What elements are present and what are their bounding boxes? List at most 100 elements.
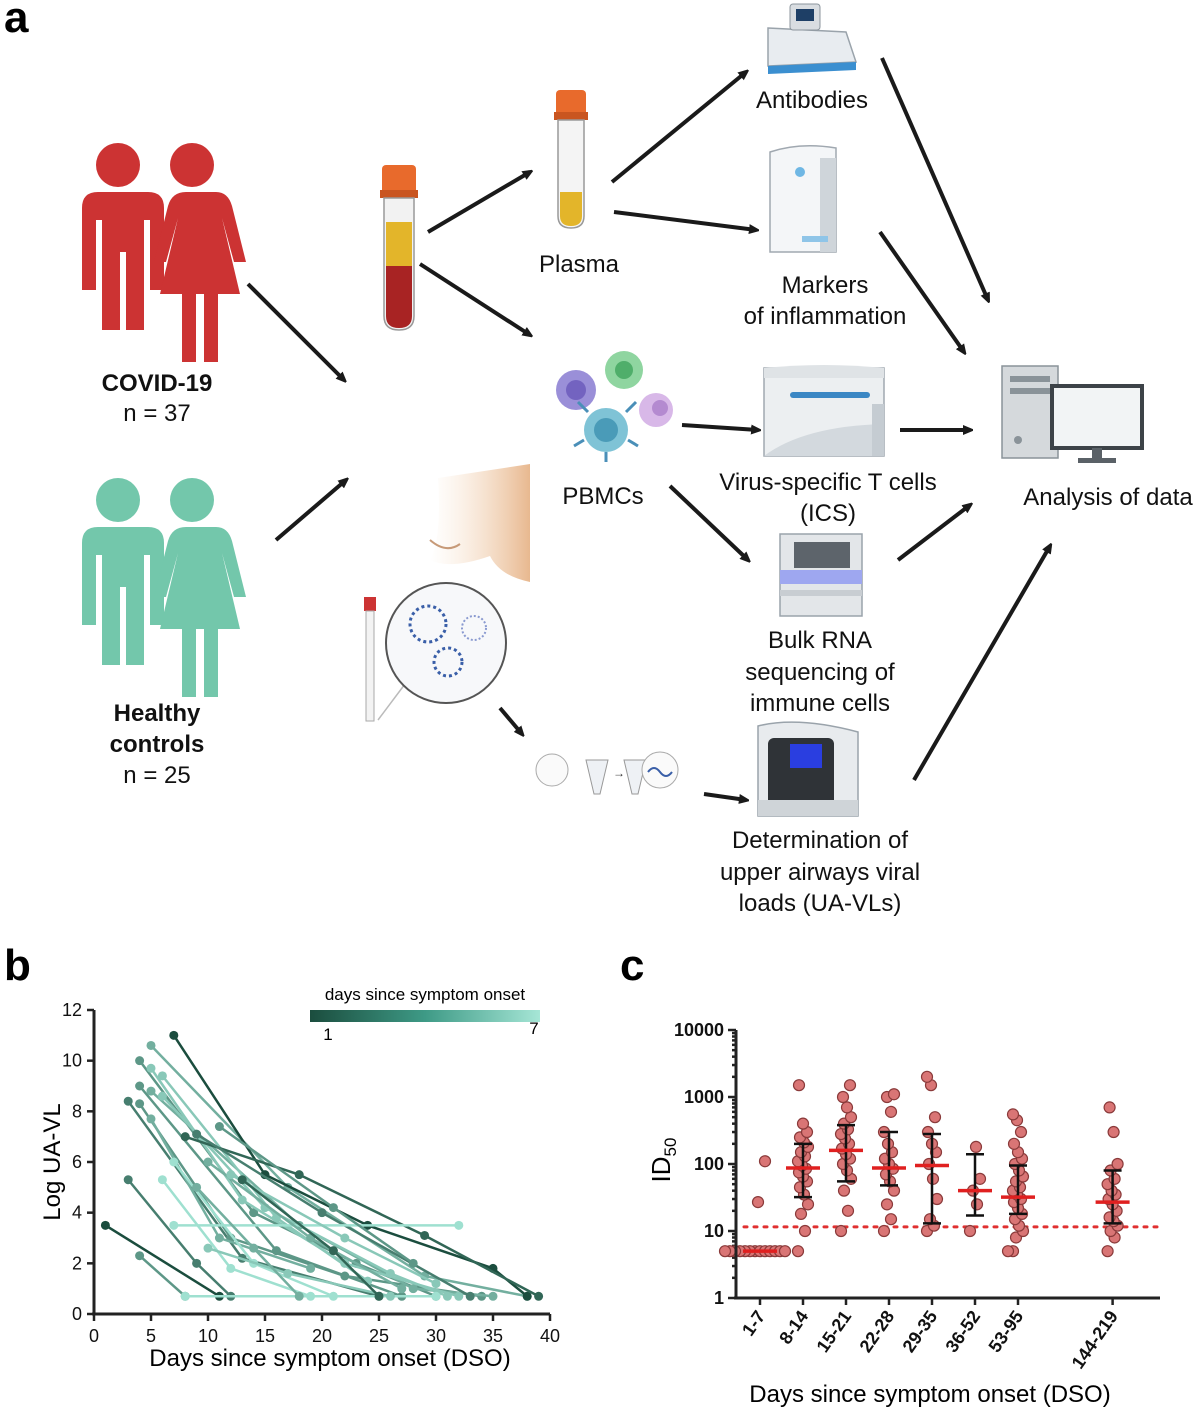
nasal-swab-icon bbox=[364, 464, 530, 722]
qpcr-machine-icon bbox=[757, 721, 859, 817]
b-data-point bbox=[522, 1291, 532, 1301]
b-data-point bbox=[123, 1175, 133, 1185]
b-data-point bbox=[123, 1096, 133, 1106]
b-ytick-label: 6 bbox=[72, 1152, 82, 1172]
ics-label-line1: Virus-specific T cells bbox=[719, 469, 936, 496]
b-ytick-label: 12 bbox=[62, 1000, 82, 1020]
sequencer-icon bbox=[779, 533, 863, 617]
uavl-label-line2: upper airways viral bbox=[720, 859, 920, 886]
b-data-point bbox=[146, 1063, 156, 1073]
covid-label: COVID-19 bbox=[102, 370, 213, 397]
panel-c-ylabel: ID50 bbox=[646, 1138, 680, 1183]
healthy-label-line2: controls bbox=[110, 731, 205, 758]
b-data-point bbox=[488, 1291, 498, 1301]
b-data-point bbox=[237, 1195, 247, 1205]
b-data-point bbox=[442, 1291, 452, 1301]
c-xtick-label: 53-95 bbox=[984, 1307, 1027, 1356]
b-data-point bbox=[135, 1081, 145, 1091]
b-data-point bbox=[100, 1220, 110, 1230]
b-series bbox=[135, 1251, 190, 1301]
b-data-point bbox=[249, 1208, 259, 1218]
arrow-to-antibodies bbox=[610, 72, 746, 184]
panel-a: a COVID-19 n = 37 Healthy controls n = 2… bbox=[4, 0, 1193, 917]
c-ytick-label: 1 bbox=[714, 1288, 724, 1308]
colorbar-gradient bbox=[310, 1010, 540, 1022]
c-ytick-label: 10 bbox=[704, 1221, 724, 1241]
b-series bbox=[192, 1182, 304, 1301]
b-xtick-label: 40 bbox=[540, 1326, 560, 1346]
c-data-point bbox=[970, 1198, 984, 1211]
arrow-to-rna bbox=[668, 484, 748, 560]
b-series-line bbox=[104, 1224, 221, 1298]
b-data-point bbox=[454, 1291, 464, 1301]
panel-c-ylabel-sub: 50 bbox=[661, 1138, 680, 1157]
b-series bbox=[180, 1132, 544, 1301]
arrow-uavl-analysis bbox=[912, 546, 1050, 782]
pcr-prep-icon: → bbox=[535, 751, 679, 795]
c-data-point bbox=[1107, 1125, 1120, 1139]
b-data-point bbox=[237, 1175, 247, 1185]
uavl-label-line1: Determination of bbox=[732, 827, 908, 854]
c-data-point bbox=[1014, 1125, 1028, 1139]
panel-c-letter: c bbox=[620, 941, 644, 990]
healthy-label-line1: Healthy bbox=[114, 700, 201, 727]
panel-b-colorbar: days since symptom onset 1 7 bbox=[310, 985, 540, 1044]
panel-a-letter: a bbox=[4, 0, 29, 42]
b-data-point bbox=[180, 1132, 190, 1142]
b-series bbox=[214, 1122, 418, 1268]
b-data-point bbox=[431, 1279, 441, 1289]
arrow-rna-analysis bbox=[896, 505, 970, 562]
c-xtick-label: 8-14 bbox=[775, 1307, 812, 1348]
b-data-point bbox=[454, 1220, 464, 1230]
arrow-to-plasma bbox=[426, 172, 530, 234]
b-ytick-label: 8 bbox=[72, 1101, 82, 1121]
b-xtick-label: 0 bbox=[89, 1326, 99, 1346]
c-ytick-label: 100 bbox=[694, 1154, 724, 1174]
c-data-point bbox=[840, 1101, 854, 1114]
c-data-point bbox=[884, 1213, 898, 1226]
c-data-point bbox=[1006, 1108, 1020, 1121]
arrow-healthy bbox=[274, 480, 346, 542]
markers-label-line2: of inflammation bbox=[744, 303, 907, 330]
c-data-point bbox=[792, 1079, 806, 1092]
c-data-point bbox=[837, 1184, 851, 1197]
b-xtick-label: 10 bbox=[198, 1326, 218, 1346]
b-xtick-label: 15 bbox=[255, 1326, 275, 1346]
c-data-point bbox=[751, 1195, 765, 1209]
b-data-point bbox=[306, 1263, 316, 1273]
colorbar-title: days since symptom onset bbox=[325, 985, 526, 1004]
b-data-point bbox=[157, 1091, 167, 1101]
c-data-point bbox=[1111, 1157, 1124, 1171]
b-data-point bbox=[169, 1030, 179, 1040]
b-data-point bbox=[192, 1258, 202, 1268]
c-data-point bbox=[877, 1224, 891, 1238]
panel-b-series bbox=[100, 1030, 544, 1301]
b-ytick-label: 4 bbox=[72, 1203, 82, 1223]
b-series bbox=[100, 1220, 224, 1301]
b-data-point bbox=[146, 1114, 156, 1124]
c-data-point bbox=[718, 1245, 732, 1258]
b-xtick-label: 25 bbox=[369, 1326, 389, 1346]
b-data-point bbox=[465, 1291, 475, 1301]
c-xtick-label: 15-21 bbox=[812, 1307, 855, 1356]
b-data-point bbox=[203, 1243, 213, 1253]
colorbar-max: 7 bbox=[529, 1019, 538, 1038]
b-data-point bbox=[294, 1170, 304, 1180]
c-data-point bbox=[884, 1105, 898, 1118]
markers-label-line1: Markers bbox=[782, 272, 869, 299]
b-series bbox=[192, 1129, 475, 1301]
b-series bbox=[226, 1170, 441, 1289]
b-data-point bbox=[397, 1284, 407, 1294]
b-series bbox=[203, 1243, 395, 1301]
c-ytick-label: 10000 bbox=[674, 1020, 724, 1040]
c-data-point bbox=[963, 1224, 977, 1238]
b-series bbox=[169, 1220, 464, 1230]
panel-b-letter: b bbox=[4, 941, 31, 990]
c-data-point bbox=[880, 1198, 894, 1211]
b-series bbox=[237, 1175, 384, 1301]
b-data-point bbox=[431, 1291, 441, 1301]
b-data-point bbox=[226, 1170, 236, 1180]
rna-label-line1: Bulk RNA bbox=[768, 627, 872, 654]
b-data-point bbox=[226, 1263, 236, 1273]
